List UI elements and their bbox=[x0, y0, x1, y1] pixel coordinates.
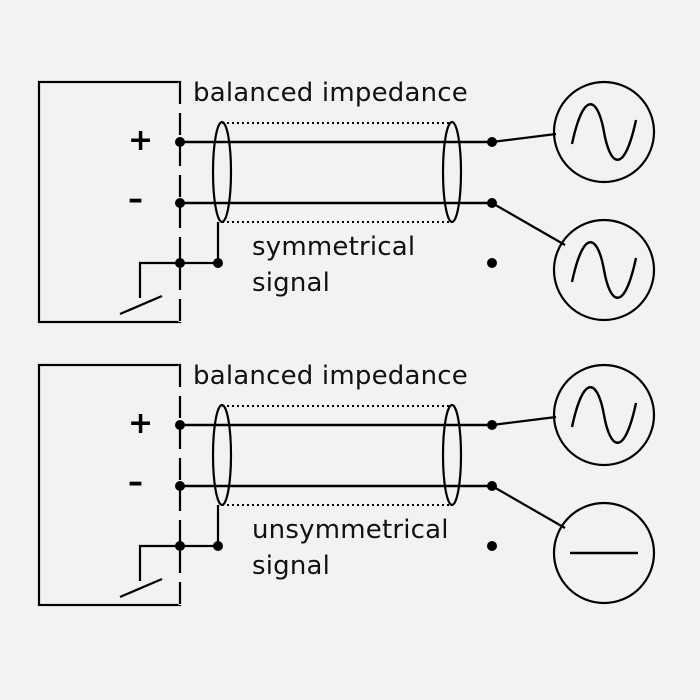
bottom-upper-sine-icon bbox=[570, 386, 638, 444]
top-signal-label-line1: symmetrical bbox=[252, 232, 416, 262]
bottom-signal-label-line2: signal bbox=[252, 551, 331, 581]
bottom-signal-label-line1: unsymmetrical bbox=[252, 515, 449, 545]
top-lower-sine-icon bbox=[570, 241, 638, 299]
top-minus-sign: – bbox=[128, 182, 143, 217]
bottom-plus-sign: + bbox=[128, 406, 154, 441]
bottom-impedance-label: balanced impedance bbox=[193, 361, 468, 391]
top-impedance-label: balanced impedance bbox=[193, 78, 468, 108]
top-section bbox=[37, 80, 656, 324]
top-signal-label-line2: signal bbox=[252, 268, 331, 298]
top-upper-sine-icon bbox=[570, 103, 638, 161]
top-plus-sign: + bbox=[128, 123, 154, 158]
bottom-section bbox=[37, 363, 656, 607]
bottom-minus-sign: – bbox=[128, 465, 143, 500]
